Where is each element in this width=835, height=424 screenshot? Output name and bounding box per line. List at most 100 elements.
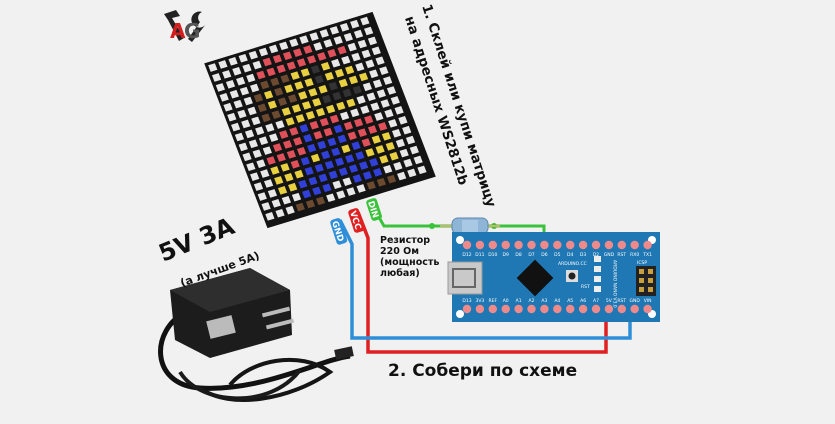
led-pixel — [282, 140, 293, 149]
led-pixel — [362, 171, 373, 180]
pin-label: D4 — [567, 252, 573, 258]
led-pixel — [247, 106, 257, 116]
led-pixel — [341, 55, 351, 65]
led-pixel — [256, 70, 266, 80]
pin-a5 — [566, 304, 575, 314]
led-pixel — [303, 133, 313, 143]
pin-a1 — [514, 304, 523, 314]
pin-label: REF — [489, 298, 498, 304]
led-pixel — [388, 119, 398, 128]
led-pixel — [367, 125, 378, 134]
board-model: ARDUINO NANO V3.0 — [612, 260, 618, 308]
led-pixel — [347, 131, 357, 141]
led-pixel — [256, 159, 266, 168]
led-pixel — [365, 59, 375, 69]
led-pixel — [324, 160, 335, 170]
led-pixel — [267, 100, 277, 110]
led-pixel — [294, 169, 304, 179]
led-tx — [594, 256, 601, 262]
led-pixel — [265, 212, 275, 221]
led-pixel — [417, 165, 427, 175]
gnd-wire — [338, 219, 632, 340]
led-pixel — [394, 106, 404, 115]
pin-a3 — [540, 304, 549, 314]
pin-ref — [488, 304, 497, 314]
led-pixel — [352, 174, 362, 183]
led-pixel — [364, 26, 374, 36]
led-pixel — [361, 49, 371, 59]
pin-label: A6 — [580, 298, 586, 304]
led-pixel — [219, 93, 229, 102]
led-pixel — [266, 67, 276, 77]
pin-a0 — [501, 304, 510, 314]
pin-label: D5 — [554, 252, 560, 258]
led-pixel — [365, 148, 375, 157]
pin-label: D6 — [541, 252, 547, 258]
pin-label: RST — [617, 252, 626, 258]
led-pixel — [285, 205, 295, 215]
led-pixel — [336, 101, 346, 111]
led-pixel — [334, 68, 345, 78]
led-pixel — [284, 173, 294, 182]
led-pixel — [323, 39, 333, 48]
led-pixel — [272, 143, 283, 152]
led-pixel — [275, 120, 285, 129]
led-pixel — [310, 65, 321, 74]
led-pixel — [313, 130, 323, 140]
pin-d8 — [514, 240, 523, 250]
led-pixel — [357, 39, 367, 49]
led-pixel — [386, 86, 397, 95]
led-pixel — [314, 75, 324, 84]
led-pixel — [246, 73, 256, 83]
led-pixel — [279, 130, 289, 139]
led-pixel — [327, 137, 337, 147]
icsp-label: ICSP — [637, 260, 647, 266]
logo: A G — [164, 10, 206, 43]
led-pixel — [281, 107, 291, 116]
led-pixel — [290, 159, 300, 169]
reset-button[interactable] — [568, 272, 576, 280]
led-pixel — [310, 153, 321, 163]
led-pixel — [253, 93, 264, 103]
led-pixel — [284, 84, 294, 93]
led-pixel — [350, 19, 360, 29]
led-pixel — [375, 56, 385, 66]
led-pixel — [237, 109, 247, 119]
led-pixel — [315, 196, 326, 206]
pin-label: D8 — [515, 252, 521, 258]
led-pixel — [288, 94, 298, 103]
pin-label: D7 — [528, 252, 534, 258]
led-pixel — [343, 121, 354, 131]
led-pixel — [238, 53, 248, 63]
led-pixel — [326, 193, 336, 203]
led-pixel — [321, 150, 331, 160]
led-pixel — [352, 85, 362, 95]
led-pixel — [360, 105, 370, 115]
led-pixel — [251, 116, 261, 126]
led-pixel — [374, 112, 384, 121]
led-pixel — [351, 52, 361, 62]
led-pixel — [208, 63, 218, 72]
led-pixel — [390, 96, 400, 105]
led-pixel — [328, 81, 338, 91]
led-pixel — [329, 114, 340, 124]
led-pixel — [322, 94, 332, 104]
led-pixel — [262, 57, 272, 67]
led-pixel — [341, 144, 351, 154]
led-pixel — [290, 71, 300, 80]
led-pixel — [338, 78, 348, 88]
led-pixel — [264, 179, 274, 188]
pin-label: RX0 — [630, 252, 639, 258]
led-pixel — [267, 189, 278, 198]
led-pixel — [304, 78, 314, 87]
led-pixel — [333, 35, 343, 45]
led-pixel — [276, 153, 286, 162]
led-pixel — [271, 199, 281, 208]
led-pixel — [366, 92, 376, 102]
pin-d5 — [553, 240, 562, 250]
led-pixel — [242, 152, 252, 162]
led-pixel — [231, 122, 241, 132]
led-pixel — [282, 51, 293, 61]
led-pixel — [298, 91, 308, 100]
